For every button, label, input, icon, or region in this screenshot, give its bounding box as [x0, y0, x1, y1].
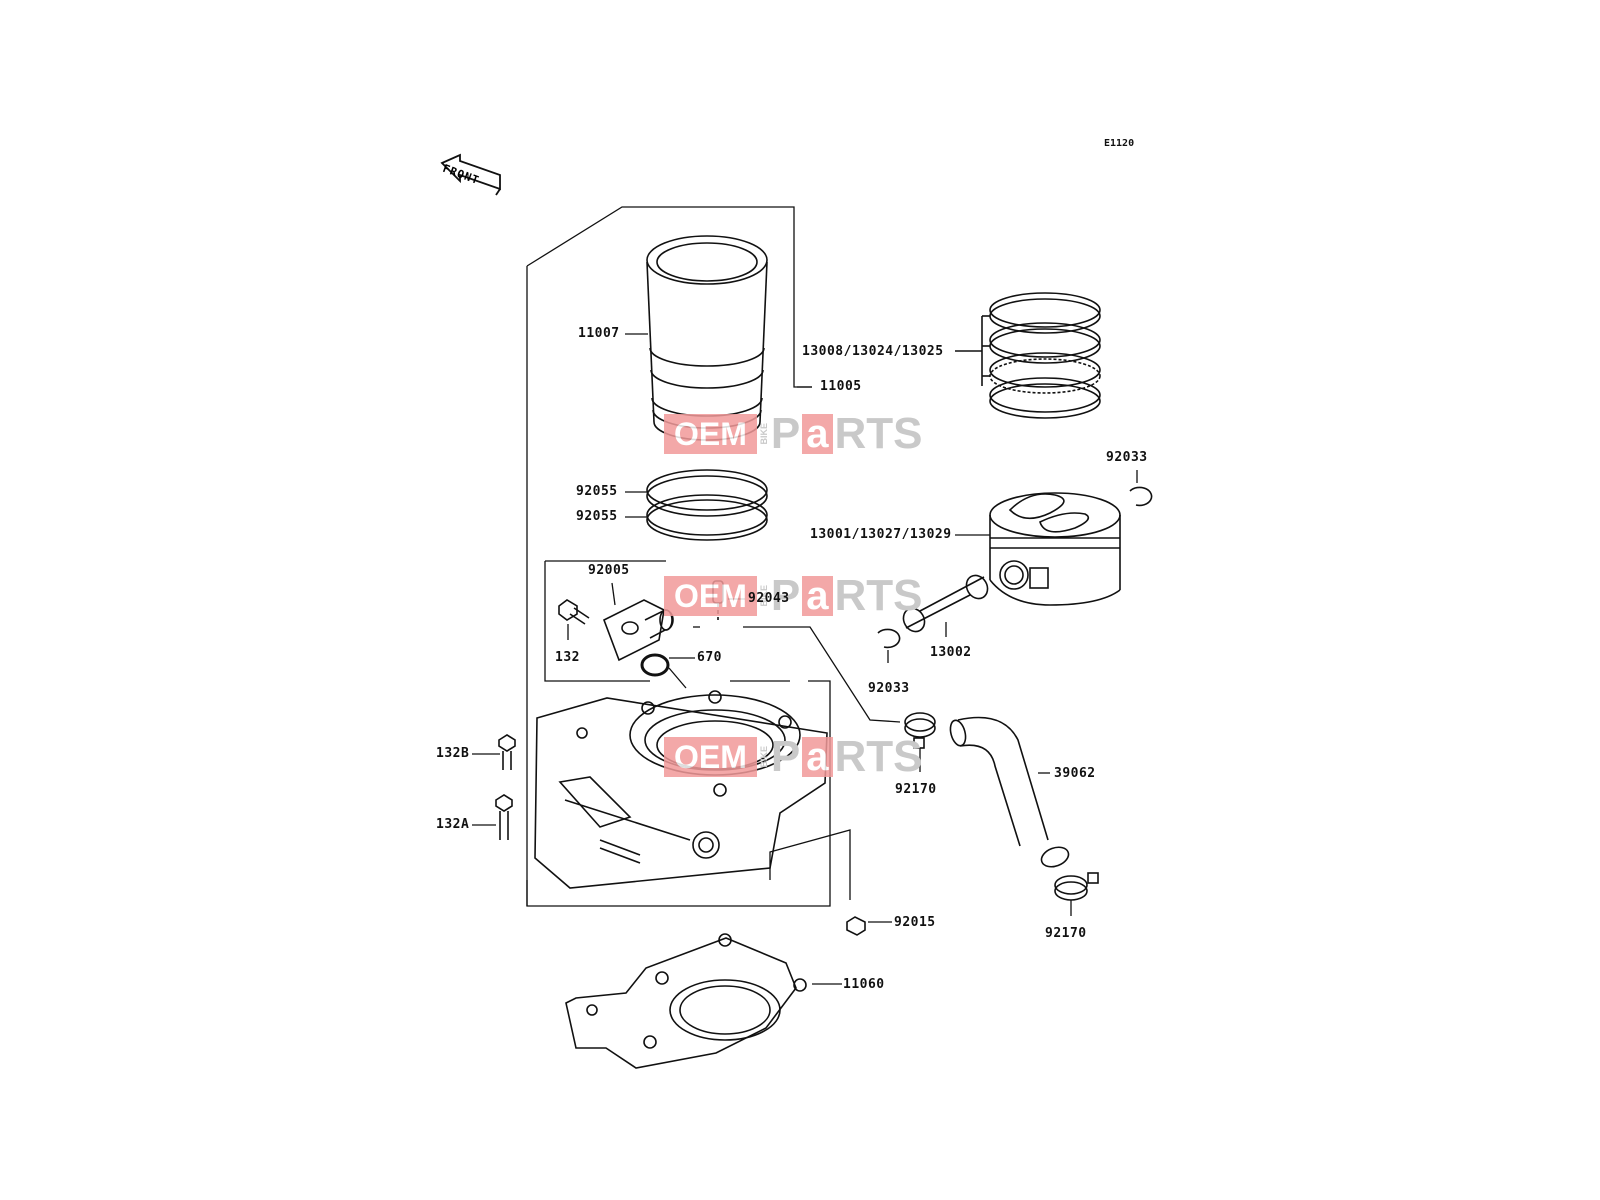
clamp-upper-drawing — [904, 712, 936, 749]
group-bracket — [526, 206, 901, 907]
dowel-pin-drawing — [712, 580, 724, 620]
part-label-13002[interactable]: 13002 — [930, 645, 972, 660]
cylinder-sleeve-drawing — [646, 235, 768, 441]
part-label-39062[interactable]: 39062 — [1054, 766, 1096, 781]
part-label-92015[interactable]: 92015 — [894, 915, 936, 930]
bolt-132a-drawing — [495, 794, 513, 840]
part-label-92005[interactable]: 92005 — [588, 563, 630, 578]
bolt-132b-drawing — [498, 734, 516, 770]
part-label-92043[interactable]: 92043 — [748, 591, 790, 606]
front-arrow-icon — [440, 153, 501, 196]
part-label-piston[interactable]: 13001/13027/13029 — [810, 527, 952, 542]
part-label-92055-lower[interactable]: 92055 — [576, 509, 618, 524]
circlip-lower-drawing — [877, 628, 901, 649]
hose-drawing — [949, 716, 1070, 868]
piston-ring-set-drawing — [955, 292, 1101, 419]
o-ring-92055-drawing — [646, 469, 768, 541]
water-fitting-drawing — [602, 599, 674, 662]
diagram-code: E1120 — [1104, 138, 1135, 149]
part-label-92170-upper[interactable]: 92170 — [895, 782, 937, 797]
cylinder-body-drawing — [534, 690, 828, 889]
piston-drawing — [989, 492, 1121, 606]
bolt-132-drawing — [558, 599, 590, 625]
clamp-lower-drawing — [1054, 872, 1099, 901]
part-label-11005[interactable]: 11005 — [820, 379, 862, 394]
plug-drawing — [846, 916, 866, 936]
part-label-132[interactable]: 132 — [555, 650, 580, 665]
part-label-670[interactable]: 670 — [697, 650, 722, 665]
part-label-92033-lower[interactable]: 92033 — [868, 681, 910, 696]
part-label-11007[interactable]: 11007 — [578, 326, 620, 341]
head-gasket-drawing — [565, 933, 807, 1069]
part-label-132a[interactable]: 132A — [436, 817, 470, 832]
part-label-92033-top[interactable]: 92033 — [1106, 450, 1148, 465]
part-label-132b[interactable]: 132B — [436, 746, 470, 761]
piston-pin-drawing — [902, 574, 989, 633]
part-label-92055-upper[interactable]: 92055 — [576, 484, 618, 499]
part-label-11060[interactable]: 11060 — [843, 977, 885, 992]
part-label-92170-lower[interactable]: 92170 — [1045, 926, 1087, 941]
leader-lines — [472, 333, 1138, 985]
o-ring-670-drawing — [640, 653, 670, 677]
part-label-ring-set[interactable]: 13008/13024/13025 — [802, 344, 944, 359]
circlip-top-drawing — [1129, 486, 1153, 507]
